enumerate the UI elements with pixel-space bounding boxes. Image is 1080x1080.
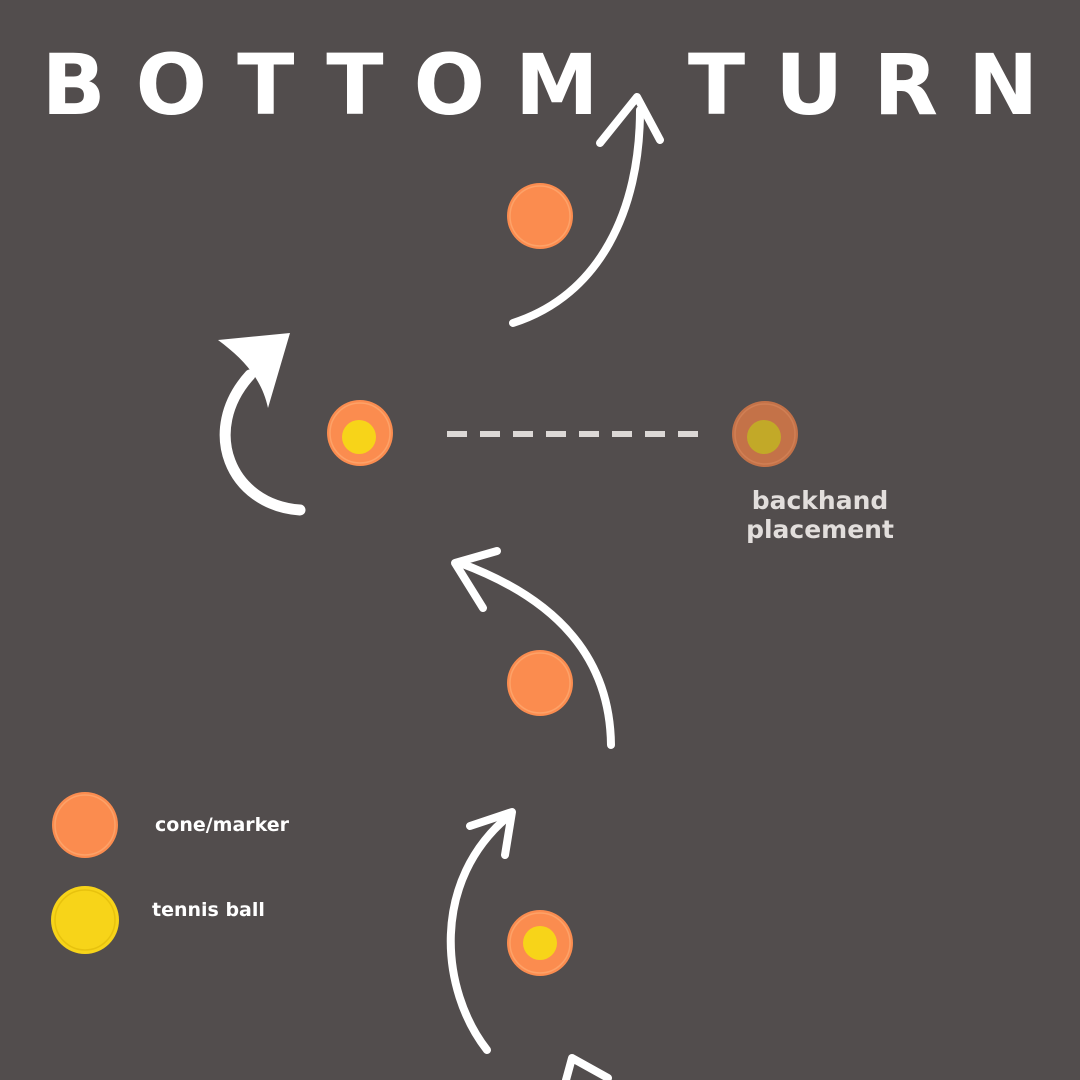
page-title: BOTTOM TURN <box>41 36 1069 134</box>
backhand-placement-marker <box>732 401 798 467</box>
arrow-bottom-edge <box>562 1054 612 1080</box>
arrow-left-curve <box>218 333 306 516</box>
legend-cone-label: cone/marker <box>155 814 290 836</box>
arrow-bottom-curve <box>446 808 516 1054</box>
arrow-middle-curve <box>451 547 615 749</box>
cone-marker-middle <box>507 650 573 716</box>
cone-marker-top <box>507 183 573 249</box>
tennis-ball-icon <box>342 420 376 454</box>
legend-ball-label: tennis ball <box>152 899 265 921</box>
placement-label-line1: backhand <box>751 486 889 515</box>
placement-label-line2: placement <box>746 515 894 544</box>
legend-cone-icon <box>52 792 118 858</box>
legend-tennis-ball-icon <box>51 886 119 954</box>
backhand-placement-label: backhand placement <box>740 486 900 544</box>
tennis-ball-icon <box>523 926 557 960</box>
cone-marker-bottom-with-ball <box>507 910 573 976</box>
cone-marker-left-with-ball <box>327 400 393 466</box>
arrow-top-curve <box>509 93 664 327</box>
